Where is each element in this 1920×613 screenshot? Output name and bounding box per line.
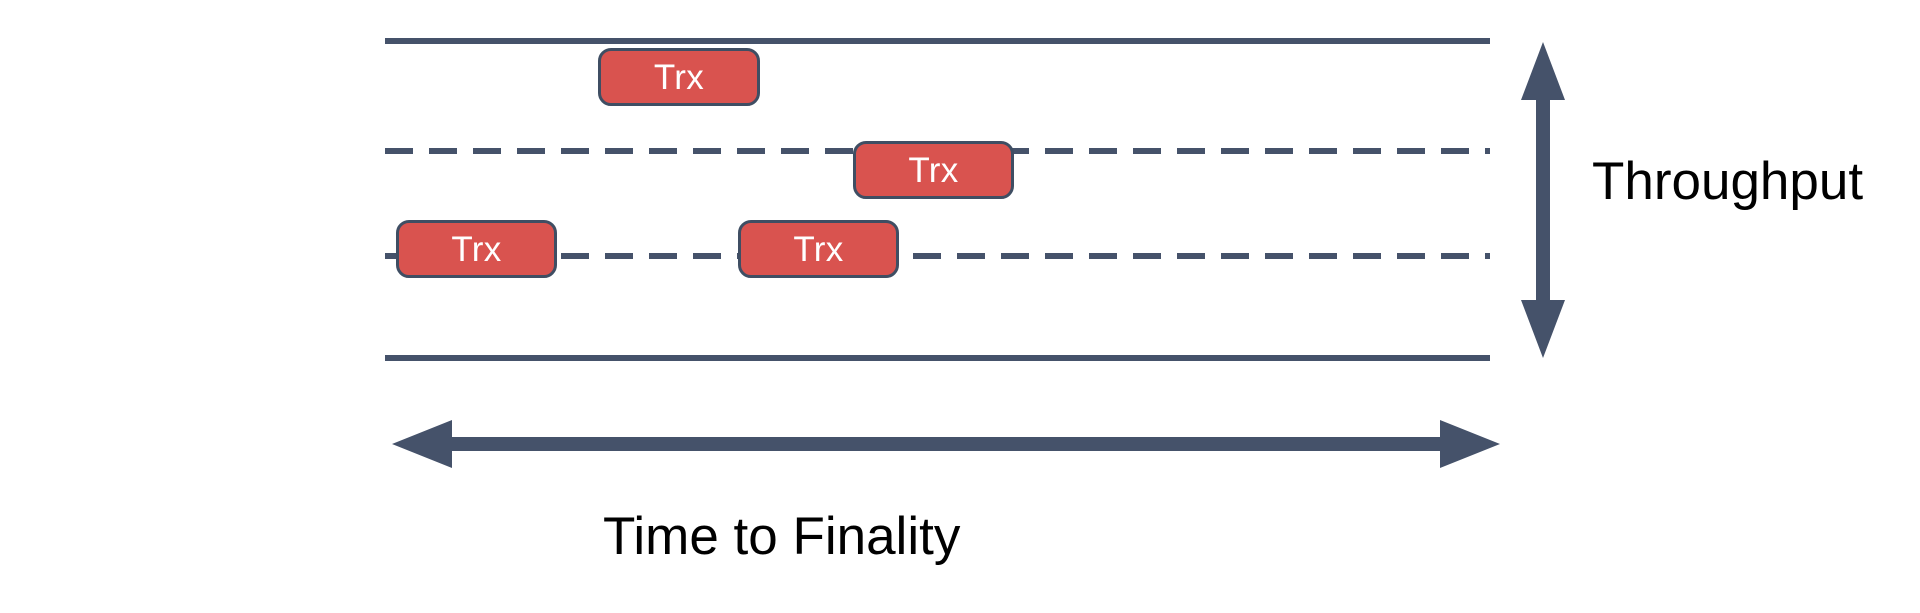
transaction-box[interactable]: Trx xyxy=(738,220,899,278)
lane-divider-2 xyxy=(385,253,1490,259)
transaction-label: Trx xyxy=(908,150,959,190)
transaction-label: Trx xyxy=(653,57,705,97)
time-to-finality-axis-label: Time to Finality xyxy=(603,507,961,566)
transaction-box[interactable]: Trx xyxy=(396,220,557,278)
upper-boundary-line xyxy=(385,38,1490,44)
transaction-label: Trx xyxy=(451,229,502,269)
transaction-box[interactable]: Trx xyxy=(598,48,760,106)
time-to-finality-double-arrow-icon xyxy=(392,420,1500,468)
throughput-axis-label: Throughput xyxy=(1592,152,1864,211)
transaction-label: Trx xyxy=(793,229,844,269)
throughput-double-arrow-icon xyxy=(1521,42,1565,358)
transaction-box[interactable]: Trx xyxy=(853,141,1014,199)
lower-boundary-line xyxy=(385,355,1490,361)
